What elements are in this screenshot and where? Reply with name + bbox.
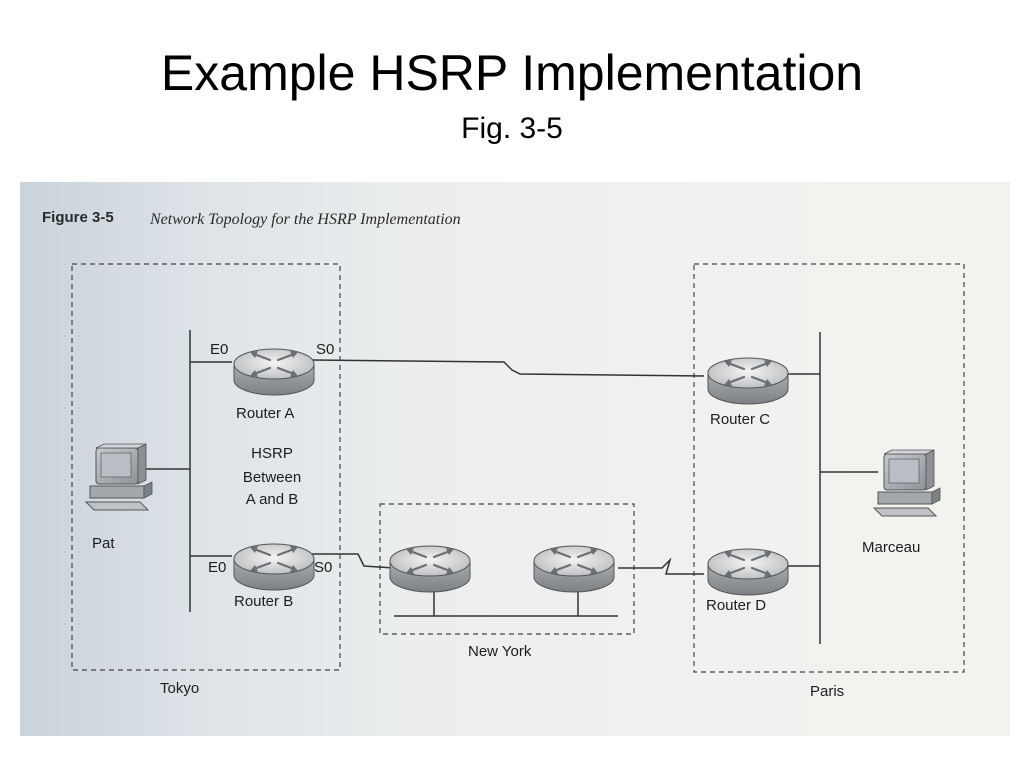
router-d-icon — [706, 547, 790, 597]
new-york-label: New York — [468, 643, 532, 660]
hsrp-note-line-1: HSRP — [251, 445, 293, 462]
marceau-pc-icon — [873, 449, 941, 517]
new-york-site-box — [379, 503, 635, 635]
router-a-s0-label: S0 — [316, 341, 334, 358]
router-b-s0-label: S0 — [314, 559, 332, 576]
serial-link-b-ny — [312, 553, 395, 569]
pat-label: Pat — [92, 535, 115, 552]
router-b-icon — [232, 542, 316, 592]
router-a-e0-label: E0 — [210, 341, 228, 358]
hsrp-note-line-3: A and B — [246, 491, 299, 508]
serial-link-ny-d — [618, 557, 704, 575]
router-d-label: Router D — [706, 597, 766, 614]
slide-title: Example HSRP Implementation — [160, 45, 864, 101]
router-b-label: Router B — [234, 593, 293, 610]
tokyo-label: Tokyo — [160, 680, 199, 697]
router-c-label: Router C — [710, 411, 770, 428]
topology-diagram: Figure 3-5 Network Topology for the HSRP… — [42, 209, 965, 700]
router-a-label: Router A — [236, 405, 294, 422]
serial-link-a-c — [311, 359, 705, 377]
router-b-e0-label: E0 — [208, 559, 226, 576]
tokyo-site-box — [71, 263, 341, 671]
ny-router-1-icon — [388, 544, 472, 594]
slide-subtitle: Fig. 3-5 — [461, 112, 563, 145]
ny-router-2-icon — [532, 544, 616, 594]
router-a-icon — [232, 347, 316, 397]
hsrp-note-line-2: Between — [243, 469, 301, 486]
figure-number: Figure 3-5 — [42, 209, 114, 226]
paris-label: Paris — [810, 683, 844, 700]
pat-pc-icon — [85, 443, 153, 511]
figure-scan: Figure 3-5 Network Topology for the HSRP… — [20, 182, 1010, 736]
marceau-label: Marceau — [862, 539, 920, 556]
paris-site-box — [693, 263, 965, 673]
router-c-icon — [706, 356, 790, 406]
figure-caption: Network Topology for the HSRP Implementa… — [149, 211, 461, 228]
